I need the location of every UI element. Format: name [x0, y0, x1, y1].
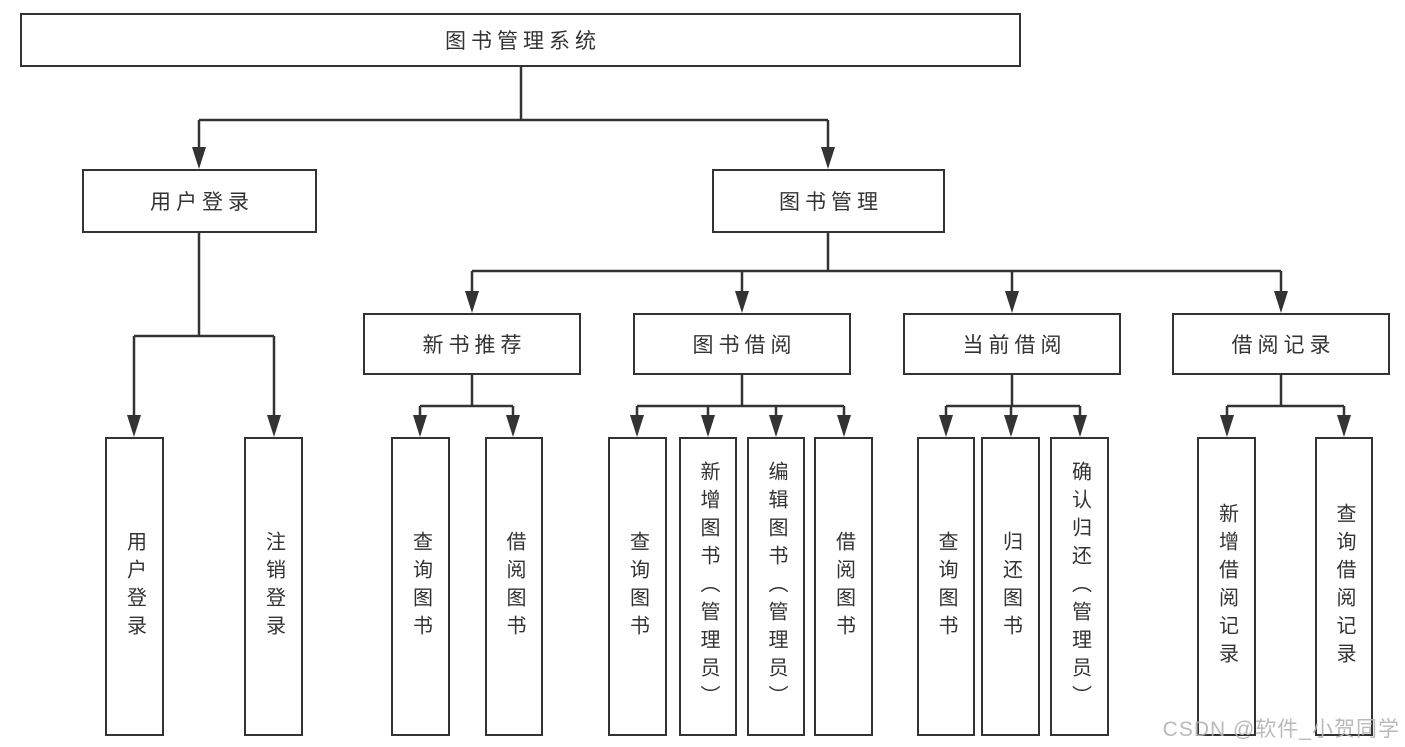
- node-label: 新书推荐: [422, 334, 527, 357]
- node-label: 借阅图书: [503, 530, 525, 643]
- arrowhead: [413, 415, 427, 437]
- arrowhead: [506, 415, 520, 437]
- leaf-edit-books-admin: 编辑图书（管理员）: [747, 437, 805, 736]
- leaf-query-books-recommend: 查询图书: [391, 437, 450, 736]
- node-label: 注销登录: [262, 530, 285, 643]
- node-label: 用户登录: [123, 530, 146, 643]
- connector-root-to-level2: [192, 67, 835, 169]
- arrowhead: [1073, 415, 1087, 437]
- leaf-user-login: 用户登录: [105, 437, 164, 736]
- node-label: 编辑图书（管理员）: [765, 460, 787, 713]
- arrowhead: [1005, 291, 1019, 313]
- node-root-system: 图书管理系统: [20, 13, 1021, 67]
- node-label: 查询借阅记录: [1333, 502, 1355, 671]
- node-label: 当前借阅: [962, 334, 1067, 357]
- arrowhead: [630, 415, 644, 437]
- node-label: 借阅记录: [1231, 334, 1336, 357]
- connector-borrow-record-to-leaves: [1220, 375, 1351, 437]
- node-current-borrow: 当前借阅: [903, 313, 1121, 375]
- arrowhead: [1004, 415, 1018, 437]
- node-new-book-recommend: 新书推荐: [363, 313, 581, 375]
- arrowhead: [1220, 415, 1234, 437]
- connector-book-mgmt-to-level3: [465, 233, 1288, 313]
- leaf-query-borrow-record: 查询借阅记录: [1315, 437, 1373, 736]
- node-user-login: 用户登录: [82, 169, 317, 233]
- arrowhead: [127, 415, 141, 437]
- leaf-add-borrow-record: 新增借阅记录: [1197, 437, 1256, 736]
- node-label: 查询图书: [409, 530, 432, 643]
- leaf-confirm-return-admin: 确认归还（管理员）: [1050, 437, 1109, 736]
- node-label: 图书管理: [779, 191, 883, 214]
- connector-new-book-to-leaves: [413, 375, 520, 437]
- leaf-add-books-admin: 新增图书（管理员）: [679, 437, 737, 736]
- arrowhead: [1274, 291, 1288, 313]
- node-label: 确认归还（管理员）: [1068, 460, 1091, 713]
- arrowhead: [821, 147, 835, 169]
- node-book-borrow: 图书借阅: [633, 313, 851, 375]
- arrowhead: [837, 415, 851, 437]
- node-label: 图书借阅: [692, 334, 797, 357]
- arrowhead: [267, 415, 281, 437]
- arrowhead: [192, 147, 206, 169]
- connector-current-borrow-to-leaves: [939, 375, 1087, 437]
- node-label: 归还图书: [999, 530, 1022, 643]
- arrowhead: [769, 415, 783, 437]
- arrowhead: [465, 291, 479, 313]
- arrowhead: [701, 415, 715, 437]
- connector-user-login-to-leaves: [127, 233, 281, 437]
- arrowhead: [939, 415, 953, 437]
- leaf-query-books-current: 查询图书: [917, 437, 975, 736]
- node-label: 新增图书（管理员）: [697, 460, 719, 713]
- node-label: 借阅图书: [832, 530, 855, 643]
- leaf-return-books: 归还图书: [981, 437, 1040, 736]
- csdn-watermark: CSDN @软件_小贺同学: [1162, 718, 1400, 741]
- leaf-query-books-borrow: 查询图书: [608, 437, 667, 736]
- node-label: 查询图书: [626, 530, 649, 643]
- node-label: 用户登录: [150, 191, 254, 214]
- node-book-management: 图书管理: [712, 169, 945, 233]
- node-label: 图书管理系统: [445, 30, 601, 53]
- arrowhead: [735, 291, 749, 313]
- leaf-borrow-books: 借阅图书: [814, 437, 873, 736]
- connector-book-borrow-to-leaves: [630, 375, 851, 437]
- leaf-borrow-books-recommend: 借阅图书: [485, 437, 543, 736]
- node-label: 新增借阅记录: [1215, 502, 1238, 671]
- arrowhead: [1337, 415, 1351, 437]
- node-label: 查询图书: [935, 530, 957, 643]
- leaf-logout: 注销登录: [244, 437, 303, 736]
- node-borrow-record: 借阅记录: [1172, 313, 1390, 375]
